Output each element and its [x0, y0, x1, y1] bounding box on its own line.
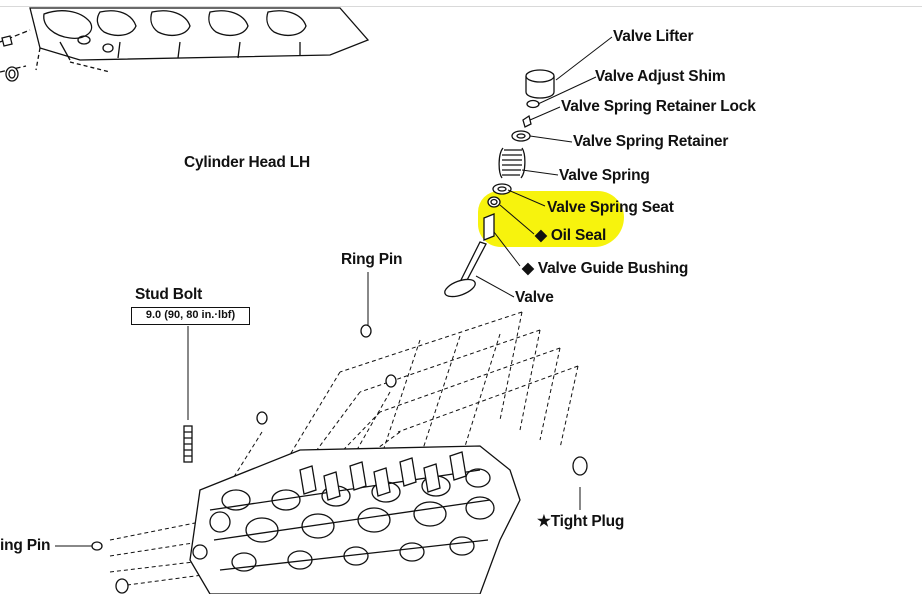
lower-cylinder-head	[91, 311, 588, 594]
label-valve-lifter: Valve Lifter	[613, 28, 694, 45]
leader-lines	[55, 36, 613, 547]
oil-seal-highlight	[478, 191, 624, 247]
top-divider	[0, 6, 922, 7]
label-stud-bolt: Stud Bolt	[135, 286, 203, 303]
label-valve: Valve	[515, 289, 554, 306]
label-tight-plug: ★Tight Plug	[537, 513, 625, 530]
label-ring-pin-top: Ring Pin	[341, 251, 403, 268]
label-valve-guide-bushing: ◆ Valve Guide Bushing	[522, 260, 689, 277]
label-valve-spring-seat: Valve Spring Seat	[547, 199, 674, 216]
label-ring-pin-left: ing Pin	[0, 537, 51, 554]
valve-assembly	[444, 69, 555, 298]
label-valve-spring-retainer-lock: Valve Spring Retainer Lock	[561, 98, 756, 115]
label-valve-adjust-shim: Valve Adjust Shim	[595, 68, 726, 85]
label-cylinder-head: Cylinder Head LH	[184, 154, 310, 171]
label-valve-spring: Valve Spring	[559, 167, 650, 184]
torque-spec-box: 9.0 (90, 80 in.·lbf)	[131, 307, 250, 325]
upper-cylinder-head-fragment	[0, 7, 370, 82]
label-valve-spring-retainer: Valve Spring Retainer	[573, 133, 729, 150]
label-oil-seal: ◆ Oil Seal	[535, 227, 607, 244]
